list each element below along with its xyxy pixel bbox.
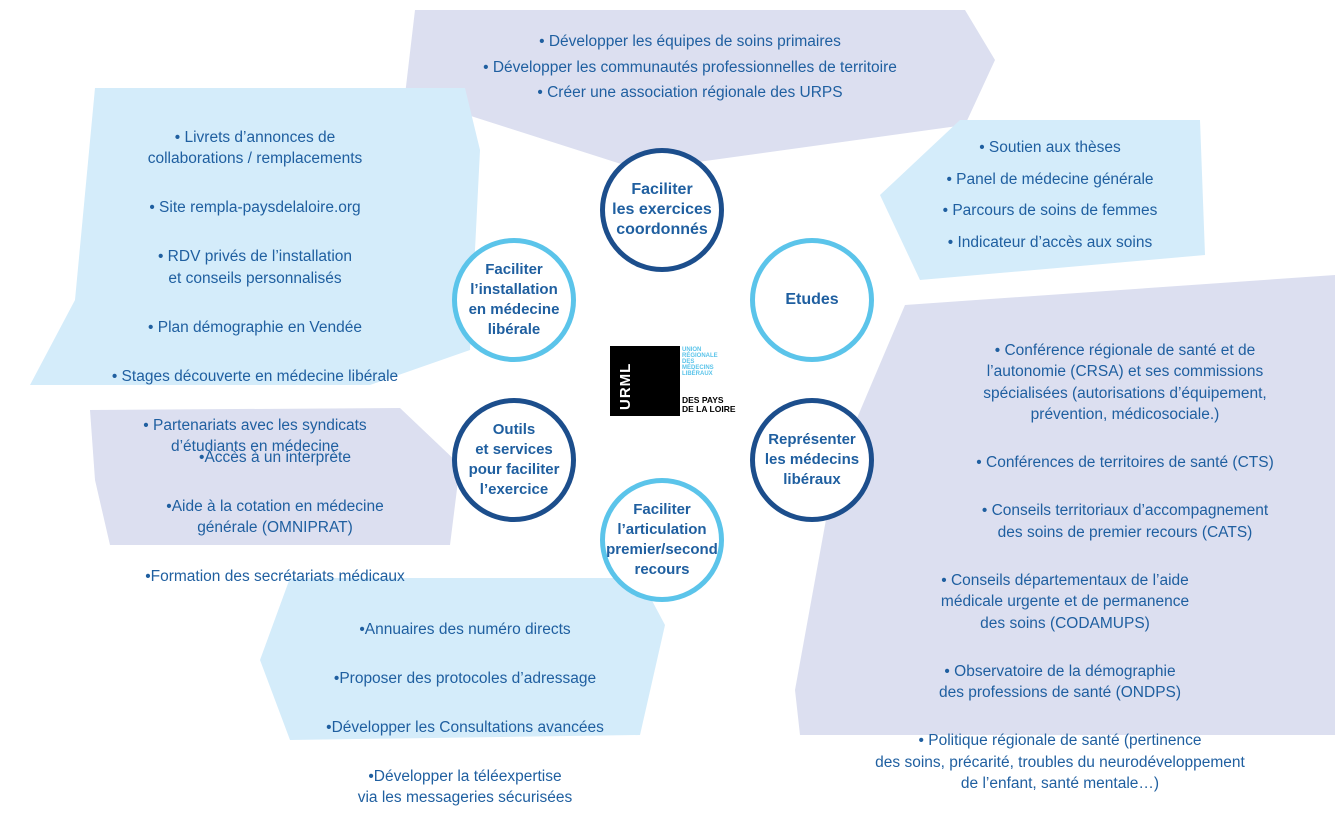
panel-right-top: • Soutien aux thèses • Panel de médecine… (895, 137, 1205, 253)
circle-label: Faciliter les exercices coordonnés (612, 181, 712, 238)
panel-left-mid: •Accès à un interprète •Aide à la cotati… (95, 425, 455, 609)
panel-right-top-shape (880, 120, 1205, 280)
list-item: • Conférences de territoires de santé (C… (976, 454, 1274, 471)
list-item: • Parcours de soins de femmes (942, 202, 1158, 219)
list-item: •Accès à un interprète (199, 448, 351, 466)
list-item: • Panel de médecine générale (946, 170, 1154, 188)
panel-top-shape (405, 10, 995, 170)
logo-subtitle: UNION RÉGIONALE DES MÉDECINS LIBÉRAUX (682, 347, 718, 377)
circle-articulation: Faciliter l’articulation premier/second … (600, 478, 724, 602)
panel-right-big-shape (795, 275, 1335, 735)
logo-mark: URML (617, 362, 634, 410)
list-item: • Site rempla-paysdelaloire.org (149, 199, 361, 216)
list-item: • Observatoire de la démographie des pro… (938, 662, 1182, 702)
panel-left-top: • Livrets d’annonces de collaborations /… (45, 105, 465, 479)
list-item: •Annuaires des numéro directs (359, 620, 571, 638)
circle-outils: Outils et services pour faciliter l’exer… (452, 398, 576, 522)
list-item: • Conseils départementaux de l’aide médi… (940, 571, 1190, 632)
circle-exercices-coordonnes: Faciliter les exercices coordonnés (600, 148, 724, 272)
list-item: • Politique régionale de santé (pertinen… (875, 732, 1245, 792)
circle-label: Etudes (785, 291, 839, 308)
panel-top: • Développer les équipes de soins primai… (405, 31, 975, 104)
panel-bottom-shape (260, 578, 665, 740)
list-item: • Plan démographie en Vendée (148, 318, 362, 336)
list-item: • Partenariats avec les syndicats d’étud… (143, 416, 367, 456)
circle-representer: Représenter les médecins libéraux (750, 398, 874, 522)
logo-region: DES PAYS DE LA LOIRE (682, 395, 736, 414)
background-shapes (30, 10, 1335, 740)
panel-left-mid-shape (90, 408, 460, 545)
list-item: •Proposer des protocoles d’adressage (333, 669, 597, 687)
list-item: • RDV privés de l’installation et consei… (157, 248, 353, 287)
list-item: • Stages découverte en médecine libérale (111, 367, 399, 385)
list-item: • Livrets d’annonces de collaborations /… (147, 128, 363, 168)
list-item: • Conseils territoriaux d’accompagnement… (981, 502, 1269, 541)
circle-label: Faciliter l’articulation premier/second … (606, 501, 718, 578)
list-item: •Aide à la cotation en médecine générale… (166, 497, 384, 537)
panel-bottom: •Annuaires des numéro directs •Proposer … (270, 597, 660, 830)
list-item: • Développer les communautés professionn… (483, 58, 897, 76)
circle-label: Faciliter l’installation en médecine lib… (468, 261, 560, 338)
list-item: •Formation des secrétariats médicaux (145, 568, 405, 585)
list-item: •Développer les Consultations avancées (326, 718, 604, 736)
list-item: • Conférence régionale de santé et de l’… (983, 341, 1267, 424)
circle-etudes: Etudes (750, 238, 874, 362)
circle-label: Représenter les médecins libéraux (764, 431, 860, 488)
panel-left-top-shape (30, 88, 480, 385)
circle-installation: Faciliter l’installation en médecine lib… (452, 238, 576, 362)
list-item: •Développer la téléexpertise via les mes… (357, 767, 573, 807)
circle-label: Outils et services pour faciliter l’exer… (468, 421, 560, 498)
list-item: • Développer les équipes de soins primai… (539, 33, 841, 50)
list-item: • Soutien aux thèses (979, 139, 1121, 156)
list-item: • Créer une association régionale des UR… (537, 84, 843, 101)
urml-logo: URML (610, 346, 680, 416)
list-item: • Indicateur d’accès aux soins (947, 233, 1153, 251)
panel-right-big: • Conférence régionale de santé et de l’… (790, 318, 1330, 816)
